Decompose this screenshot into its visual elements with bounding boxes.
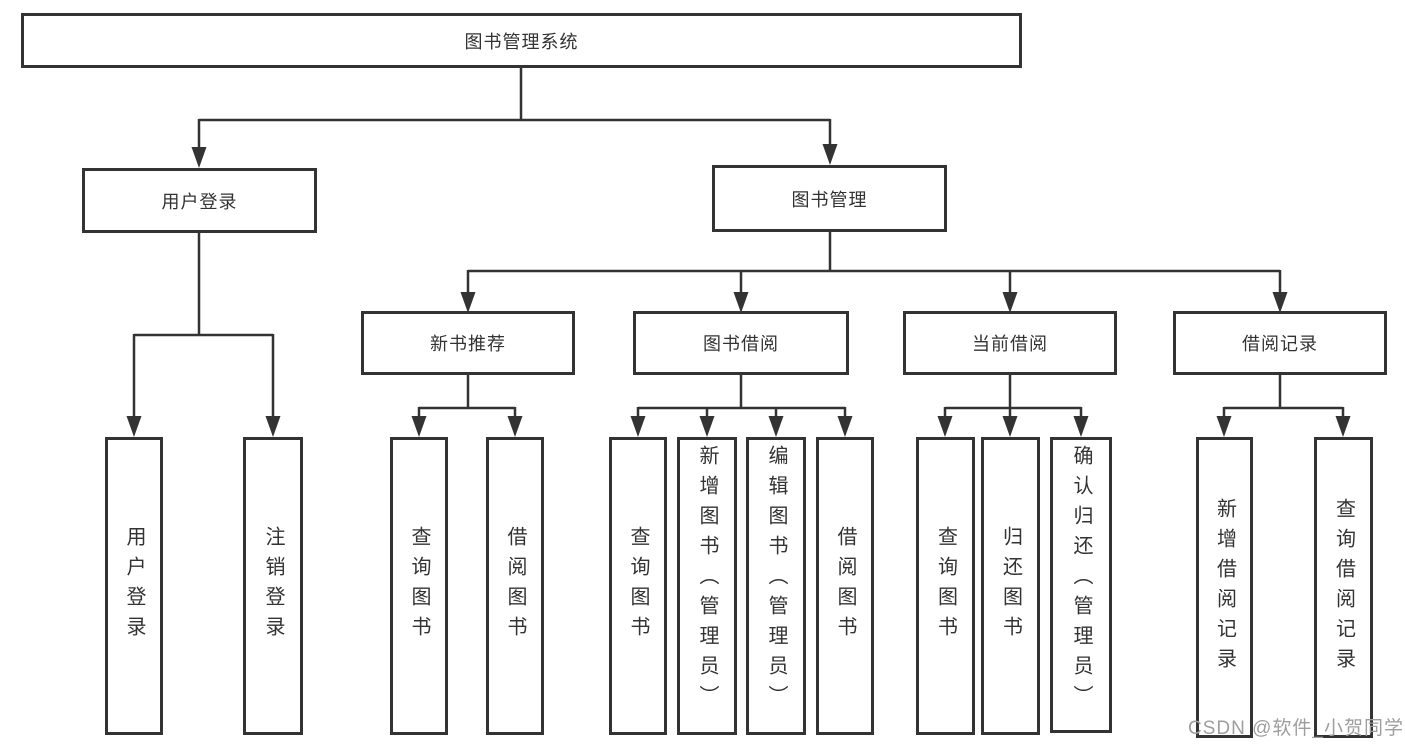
root-label: 图书管理系统 [464, 31, 579, 52]
branch-box-book-management: 图书管理 [712, 165, 947, 232]
group-box-new-book-recommendation: 新书推荐 [361, 311, 575, 375]
leaf-box-borrow-books-1: 借阅图书 [486, 437, 544, 735]
leaf-box-confirm-return-admin: 确认归还（管理员） [1050, 437, 1112, 733]
leaf-box-add-borrow-record: 新增借阅记录 [1196, 437, 1253, 738]
group-label-borrowing-records: 借阅记录 [1242, 334, 1318, 354]
leaf-label-confirm-return-admin: 确认归还（管理员） [1070, 445, 1092, 715]
leaf-label-return-books: 归还图书 [999, 526, 1022, 646]
group-label-current-borrowing: 当前借阅 [972, 334, 1048, 354]
group-label-book-borrowing: 图书借阅 [703, 334, 779, 354]
leaf-box-query-borrow-record: 查询借阅记录 [1314, 437, 1373, 738]
watermark-text: CSDN @软件_小贺同学 [1188, 718, 1404, 739]
leaf-label-query-books-2: 查询图书 [627, 526, 649, 646]
branch-label-book-management: 图书管理 [791, 189, 868, 210]
leaf-label-query-borrow-record: 查询借阅记录 [1332, 497, 1355, 678]
leaf-label-user-login: 用户登录 [123, 526, 145, 646]
leaf-label-query-books-1: 查询图书 [408, 526, 430, 646]
leaf-label-add-book-admin: 新增图书（管理员） [696, 445, 718, 715]
leaf-label-borrow-books-1: 借阅图书 [504, 526, 526, 646]
leaf-box-borrow-books-2: 借阅图书 [816, 437, 874, 735]
root-box-library-management-system: 图书管理系统 [21, 13, 1022, 68]
leaf-box-add-book-admin: 新增图书（管理员） [677, 437, 737, 735]
leaf-label-query-books-3: 查询图书 [934, 526, 957, 646]
leaf-box-return-books: 归还图书 [981, 437, 1040, 735]
leaf-box-query-books-2: 查询图书 [609, 437, 667, 735]
leaf-box-edit-book-admin: 编辑图书（管理员） [746, 437, 806, 735]
leaf-box-user-login: 用户登录 [105, 437, 163, 735]
group-label-new-book-recommendation: 新书推荐 [430, 334, 506, 354]
leaf-box-query-books-3: 查询图书 [916, 437, 975, 735]
leaf-label-edit-book-admin: 编辑图书（管理员） [765, 445, 787, 715]
group-box-current-borrowing: 当前借阅 [903, 311, 1117, 375]
leaf-label-add-borrow-record: 新增借阅记录 [1213, 497, 1236, 678]
branch-box-user-login: 用户登录 [82, 168, 317, 233]
branch-label-user-login: 用户登录 [161, 191, 238, 212]
leaf-label-borrow-books-2: 借阅图书 [834, 526, 856, 646]
group-box-book-borrowing: 图书借阅 [633, 311, 849, 375]
leaf-box-logout: 注销登录 [243, 437, 303, 735]
leaf-label-logout: 注销登录 [262, 526, 284, 646]
group-box-borrowing-records: 借阅记录 [1173, 311, 1387, 375]
leaf-box-query-books-1: 查询图书 [390, 437, 448, 735]
